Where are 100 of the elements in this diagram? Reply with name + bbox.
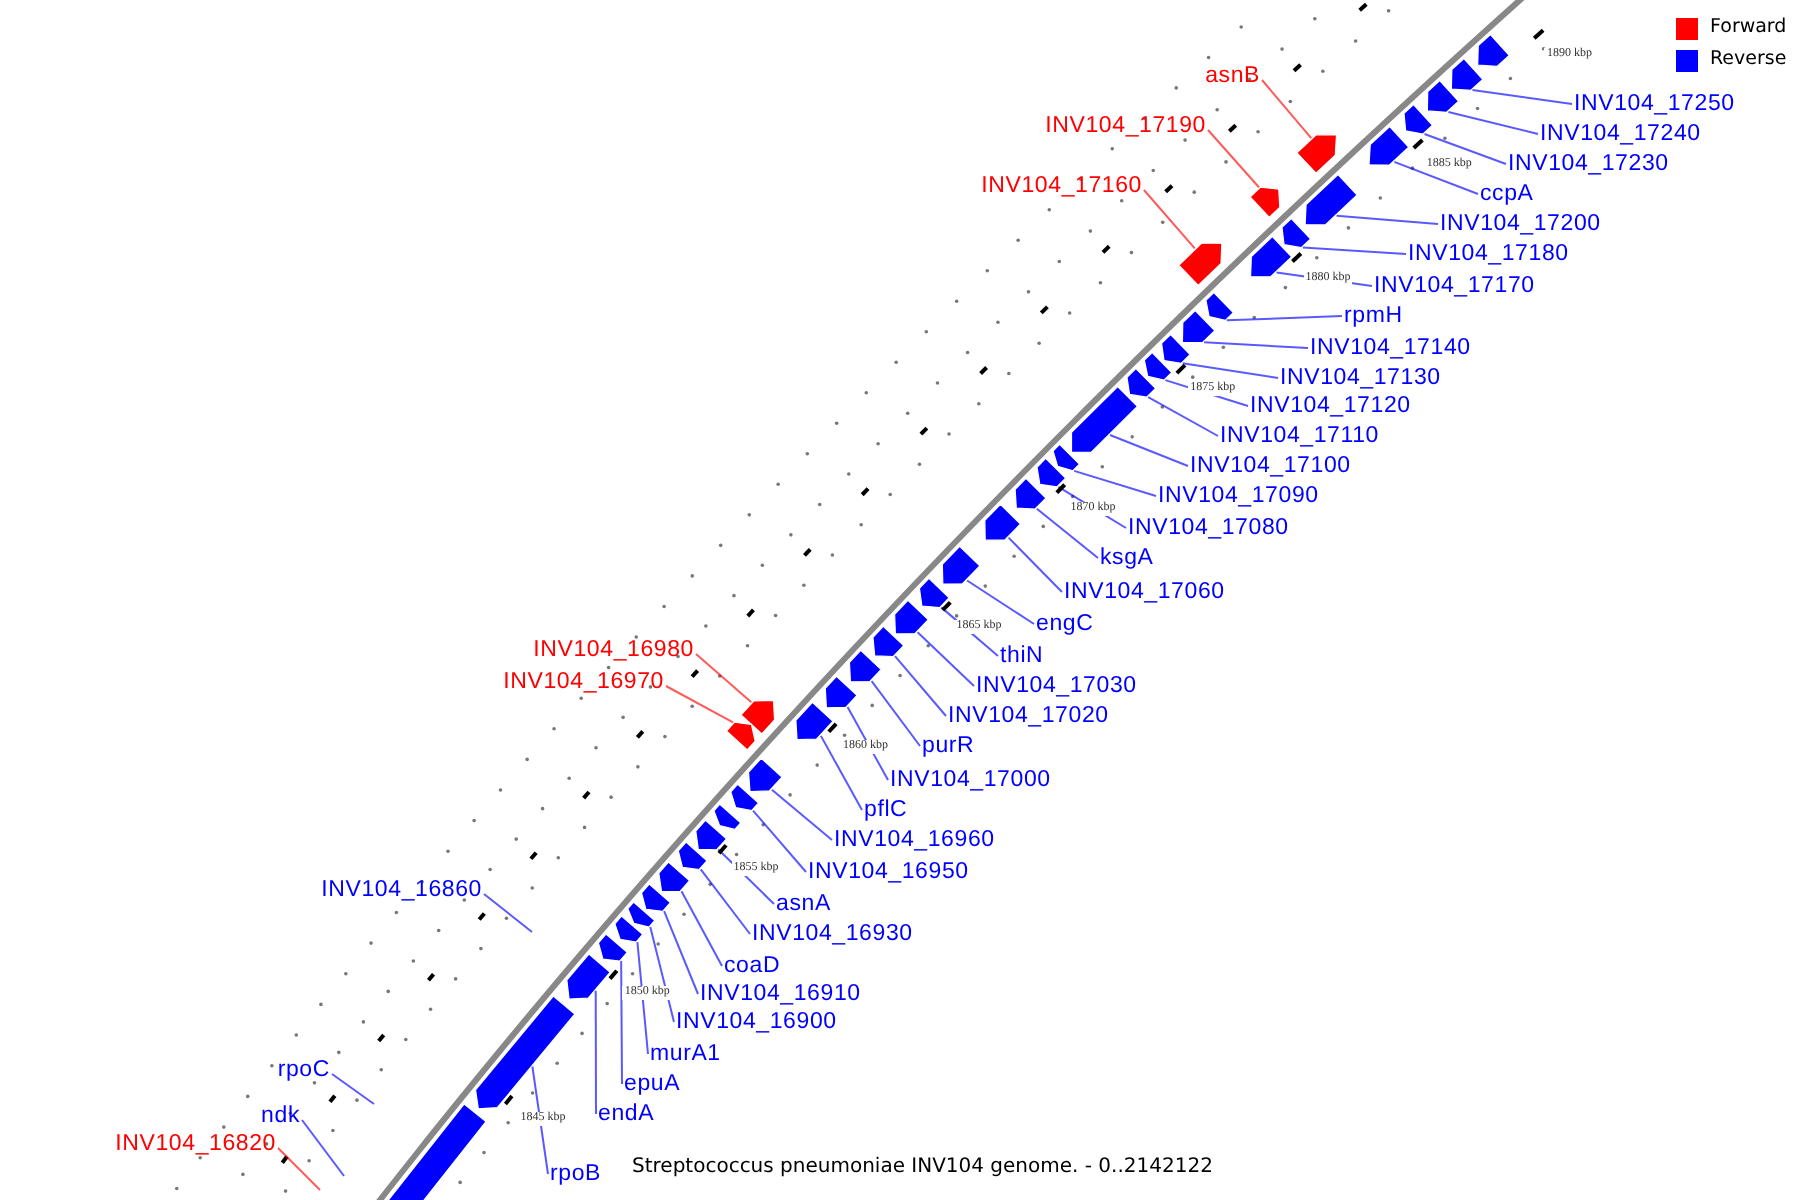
gene-block [614, 915, 644, 943]
gene-block [1450, 57, 1484, 91]
leader-line [870, 680, 921, 747]
gene-block [1160, 333, 1191, 364]
gene-block [1181, 309, 1216, 344]
gene-label: INV104_16930 [752, 920, 913, 948]
gene-label: INV104_17230 [1508, 150, 1669, 178]
gene-label: pflC [864, 796, 908, 824]
gene-label: ccpA [1480, 180, 1534, 208]
leader-line [1393, 160, 1479, 195]
gene-label: INV104_17020 [948, 702, 1109, 730]
leader-line [846, 706, 889, 781]
gene-label: INV104_16820 [115, 1130, 276, 1158]
leader-line [717, 848, 775, 905]
gene-label: INV104_17240 [1540, 120, 1701, 148]
leader-line [663, 910, 699, 995]
gene-block [1070, 385, 1139, 453]
gene-block [1052, 443, 1081, 472]
leader-line [680, 890, 723, 967]
leader-line [752, 809, 807, 873]
leader-line [1109, 434, 1189, 467]
leader-line [277, 1147, 321, 1191]
gene-label: INV104_17190 [1045, 112, 1206, 140]
gene-label: INV104_17090 [1158, 482, 1319, 510]
gene-block [941, 545, 981, 585]
leader-line [894, 655, 947, 717]
leader-line [1225, 315, 1343, 322]
gene-block [984, 503, 1022, 541]
leader-line [916, 631, 975, 687]
leader-line [695, 653, 753, 704]
gene-label: INV104_16910 [700, 980, 861, 1008]
gene-block [1477, 33, 1510, 68]
gene-label: INV104_16960 [834, 826, 995, 854]
gene-block [730, 783, 760, 812]
gene-block [695, 819, 728, 851]
leader-line [1181, 362, 1279, 379]
gene-label: engC [1036, 610, 1094, 638]
gene-label: INV104_17130 [1280, 364, 1441, 392]
gene-label: INV104_17250 [1574, 90, 1735, 118]
gene-block [1036, 457, 1067, 488]
gene-block [1296, 134, 1338, 175]
gene-label: ksgA [1100, 544, 1154, 572]
gene-label: INV104_16970 [503, 668, 664, 696]
gene-label: INV104_17140 [1310, 334, 1471, 362]
leader-line [1207, 129, 1260, 189]
gene-block [1368, 125, 1410, 166]
leader-line [1471, 89, 1573, 105]
leader-line [1147, 396, 1219, 437]
gene-label: thiN [1000, 642, 1044, 670]
leader-line [1007, 536, 1063, 593]
leader-line [940, 606, 999, 657]
gene-label: INV104_17060 [1064, 578, 1225, 606]
gene-block [713, 803, 742, 831]
gene-label: INV104_17170 [1374, 272, 1535, 300]
gene-block [747, 757, 783, 793]
gene-block [640, 883, 672, 912]
gene-block [627, 901, 656, 928]
gene-label: ndk [261, 1102, 300, 1130]
gene-label: INV104_16860 [321, 876, 482, 904]
gene-block [474, 995, 576, 1110]
leader-line [594, 989, 597, 1115]
leader-line [331, 1073, 375, 1105]
leader-line [1057, 485, 1127, 529]
gene-label: rpoB [550, 1160, 601, 1188]
gene-label: epuA [624, 1070, 681, 1098]
leader-line [1035, 507, 1099, 559]
gene-label: asnA [776, 890, 831, 918]
gene-label: INV104_17120 [1250, 392, 1411, 420]
gene-block [677, 841, 708, 871]
gene-label: INV104_16950 [808, 858, 969, 886]
leader-line [665, 685, 735, 724]
leader-line [301, 1119, 345, 1177]
gene-block [1177, 242, 1223, 287]
gene-block [566, 953, 612, 1000]
caption: Streptococcus pneumoniae INV104 genome. - 0..2142122 [632, 1156, 1213, 1178]
gene-block [848, 649, 883, 683]
legend-label: Forward [1710, 16, 1787, 40]
gene-block [894, 599, 930, 635]
gene-label: INV104_17160 [981, 172, 1142, 200]
legend-label: Reverse [1710, 48, 1787, 72]
leader-line [1423, 132, 1507, 165]
gene-label: purR [922, 732, 975, 760]
gene-block [658, 861, 691, 893]
gene-block [918, 577, 950, 609]
gene-block [1304, 173, 1358, 226]
gene-block [1403, 103, 1434, 135]
gene-label: asnB [1205, 62, 1260, 90]
leader-line [966, 579, 1035, 625]
gene-label: INV104_16900 [676, 1008, 837, 1036]
gene-label: INV104_17100 [1190, 452, 1351, 480]
gene-label: INV104_16980 [533, 636, 694, 664]
gene-label: INV104_17180 [1408, 240, 1569, 268]
leader-line [1143, 189, 1196, 250]
gene-block [740, 699, 776, 735]
gene-block [1249, 235, 1293, 278]
leader-line [1073, 469, 1157, 497]
gene-label: rpoC [277, 1056, 330, 1084]
gene-block [1143, 351, 1173, 381]
gene-label: rpmH [1344, 302, 1403, 330]
gene-block [1126, 367, 1157, 398]
